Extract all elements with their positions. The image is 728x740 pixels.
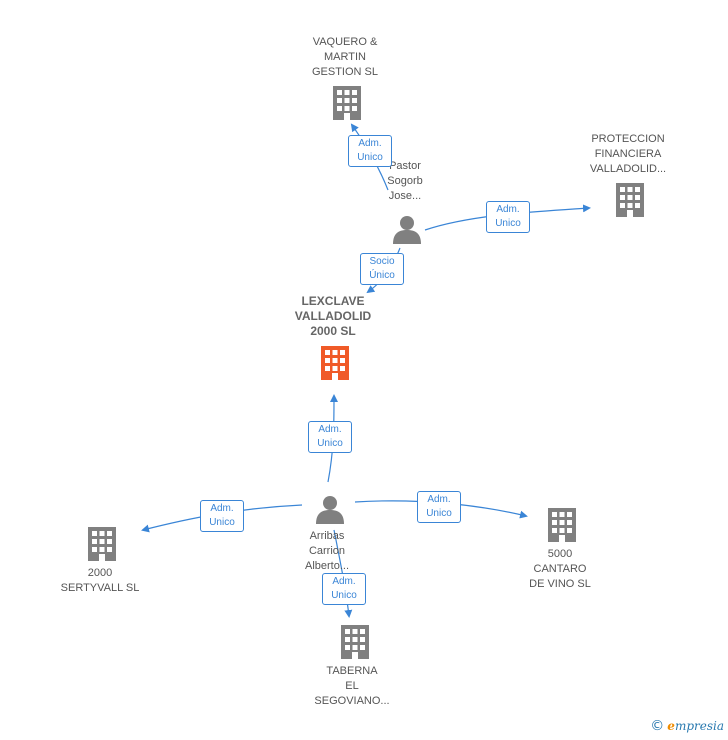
cantaro-label[interactable]: 5000 CANTARO DE VINO SL: [529, 548, 591, 590]
vaquero-label[interactable]: VAQUERO & MARTIN GESTION SL: [311, 36, 379, 78]
relation-arribas-main[interactable]: Adm. Unico: [308, 421, 352, 453]
relation-pastor-main[interactable]: Socio Único: [360, 253, 404, 285]
sertyvall-building-icon[interactable]: [88, 527, 116, 561]
relation-arribas-cantaro[interactable]: Adm. Unico: [417, 491, 461, 523]
proteccion-building-icon[interactable]: [616, 183, 644, 217]
proteccion-label[interactable]: PROTECCION FINANCIERA VALLADOLID...: [589, 133, 667, 175]
brand-logo: empresia: [667, 719, 724, 733]
pastor-person-icon[interactable]: [393, 216, 421, 244]
copyright-brand[interactable]: ©empresia: [650, 718, 724, 734]
taberna-label[interactable]: TABERNA EL SEGOVIANO...: [314, 665, 390, 707]
main-company-label[interactable]: LEXCLAVE VALLADOLID 2000 SL: [294, 294, 372, 338]
relation-arribas-taberna[interactable]: Adm. Unico: [322, 573, 366, 605]
copyright-icon: ©: [650, 718, 665, 734]
sertyvall-label[interactable]: 2000 SERTYVALL SL: [60, 567, 140, 594]
cantaro-building-icon[interactable]: [548, 508, 576, 542]
vaquero-building-icon[interactable]: [333, 86, 361, 120]
relation-pastor-proteccion[interactable]: Adm. Unico: [486, 201, 530, 233]
relation-arribas-sertyvall[interactable]: Adm. Unico: [200, 500, 244, 532]
relation-pastor-vaquero[interactable]: Adm. Unico: [348, 135, 392, 167]
main-company-building-icon[interactable]: [321, 346, 349, 380]
taberna-building-icon[interactable]: [341, 625, 369, 659]
arribas-person-icon[interactable]: [316, 496, 344, 524]
pastor-label[interactable]: Pastor Sogorb Jose...: [387, 160, 423, 202]
arribas-label[interactable]: Arribas Carrion Alberto...: [304, 530, 350, 572]
